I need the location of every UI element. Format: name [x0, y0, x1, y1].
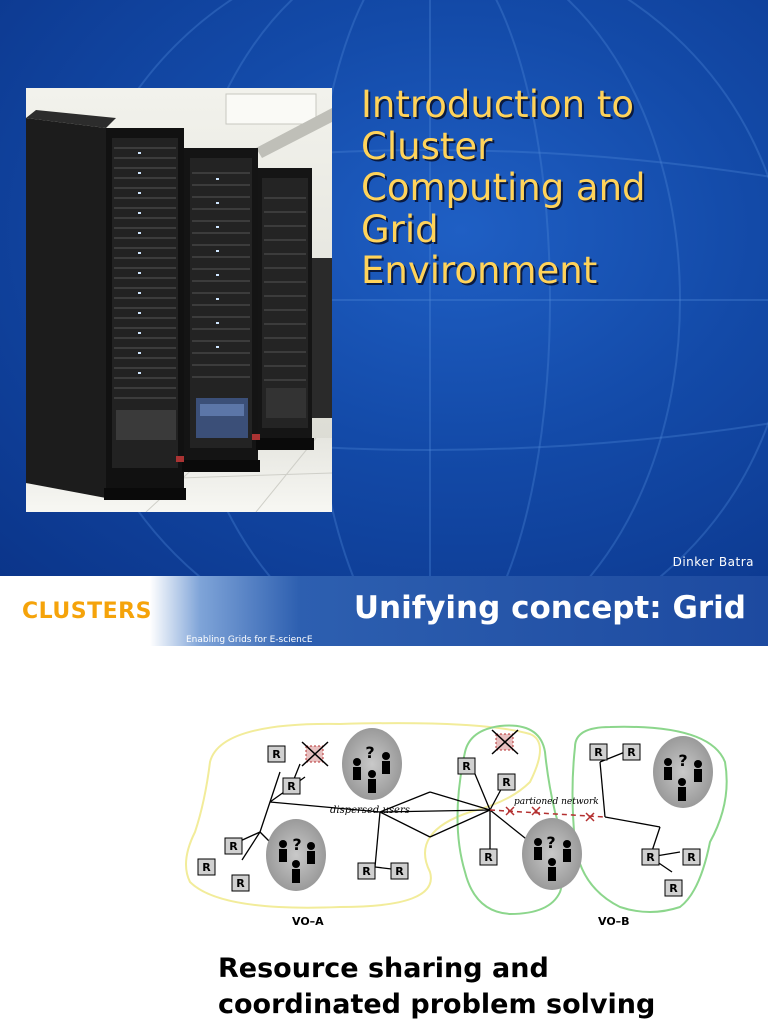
tagline: Enabling Grids for E-sciencE	[186, 635, 313, 645]
question-mark: ?	[292, 835, 301, 854]
resource-box: R	[641, 848, 660, 866]
slide-title: Introduction to Cluster Computing and Gr…	[361, 84, 761, 292]
resource-box: R	[197, 858, 216, 876]
partitioned-network-label: partioned network	[514, 797, 599, 807]
title-line: Grid	[361, 207, 439, 251]
resource-label: R	[202, 861, 211, 874]
title-line: Environment	[361, 249, 598, 292]
resource-box: R	[682, 848, 701, 866]
vo-a-outline	[185, 722, 541, 909]
resource-box: R	[224, 837, 243, 855]
dispersed-users-label: dispersed users	[330, 805, 410, 816]
title-line: Computing and	[361, 166, 646, 209]
resource-label: R	[287, 780, 296, 793]
caption-line: coordinated problem solving	[218, 989, 656, 1020]
resource-label: R	[395, 865, 404, 878]
resource-box: R	[457, 757, 476, 775]
failed-resource	[491, 729, 519, 755]
resource-label: R	[362, 865, 371, 878]
resource-box: R	[231, 874, 250, 892]
resource-box: R	[622, 743, 641, 761]
slide-caption: Resource sharing and coordinated problem…	[218, 951, 738, 1023]
question-mark: ?	[546, 833, 555, 852]
resource-box: R	[664, 879, 683, 897]
user-group-3: ?	[522, 818, 582, 890]
resource-box: R	[267, 745, 286, 763]
resource-label: R	[594, 746, 603, 759]
resource-box: R	[589, 743, 608, 761]
resource-box: R	[497, 773, 516, 791]
resource-label: R	[229, 840, 238, 853]
user-group-2: ?	[266, 819, 326, 891]
question-mark: ?	[678, 751, 687, 770]
vo-a-label: VO–A	[292, 915, 324, 928]
question-mark: ?	[365, 743, 374, 762]
resource-box: R	[390, 862, 409, 880]
user-group-4: ?	[653, 736, 713, 808]
user-group-1: ?	[342, 728, 402, 800]
title-slide: Introduction to Cluster Computing and Gr…	[0, 0, 768, 576]
resource-label: R	[462, 760, 471, 773]
resource-label: R	[669, 882, 678, 895]
break-marks	[505, 806, 595, 822]
clusters-logo: CLUSTERS	[22, 599, 152, 624]
resource-label: R	[272, 748, 281, 761]
title-line: Cluster	[361, 124, 493, 168]
server-rack-photo	[26, 88, 332, 512]
resource-label: R	[687, 851, 696, 864]
slide-header-bar	[0, 576, 768, 646]
failed-resource	[301, 741, 329, 767]
grid-diagram: ? ? ? ? R R R	[185, 722, 728, 928]
author-name: Dinker Batra	[672, 555, 754, 569]
resource-label: R	[627, 746, 636, 759]
title-line: Introduction to	[361, 83, 634, 126]
resource-box: R	[479, 848, 498, 866]
caption-line: Resource sharing and	[218, 953, 549, 984]
slide-title: Unifying concept: Grid	[353, 590, 746, 626]
resource-label: R	[646, 851, 655, 864]
resource-box: R	[282, 777, 301, 795]
resource-label: R	[502, 776, 511, 789]
resource-box: R	[357, 862, 376, 880]
resource-label: R	[484, 851, 493, 864]
resource-label: R	[236, 877, 245, 890]
vo-b-label: VO–B	[598, 915, 630, 928]
